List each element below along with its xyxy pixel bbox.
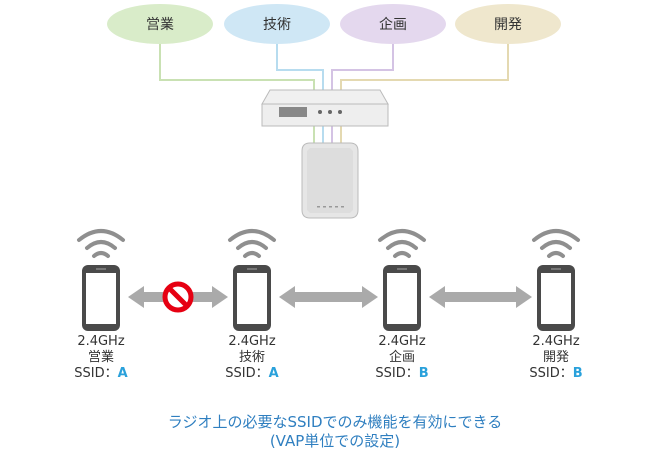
dept-bubble-plan: 企画	[340, 4, 446, 44]
band-label: 2.4GHz	[77, 334, 125, 349]
smartphone-icon	[383, 265, 421, 331]
device-label-tech: 2.4GHz 技術 SSID：A	[207, 334, 297, 382]
ssid-value: A	[117, 366, 128, 381]
dept-bubble-sales: 営業	[107, 4, 213, 44]
network-switch-icon	[261, 89, 389, 127]
dept-label: 開発	[542, 350, 569, 365]
ssid-value: B	[418, 366, 429, 381]
smartphone-icons	[82, 265, 575, 331]
caption-line-2: (VAP単位での設定)	[269, 432, 401, 450]
dept-label: 営業	[146, 17, 174, 33]
wifi-icon	[228, 229, 276, 258]
ssid-label: SSID：B	[357, 366, 447, 382]
wifi-icons	[77, 229, 580, 258]
ssid-prefix: SSID：	[74, 366, 118, 381]
ssid-label: SSID：A	[56, 366, 146, 382]
device-label-dev: 2.4GHz 開発 SSID：B	[511, 334, 601, 382]
wifi-icon	[532, 229, 580, 258]
dept-label: 開発	[494, 17, 522, 33]
ssid-label: SSID：A	[207, 366, 297, 382]
double-arrow-icon	[429, 286, 532, 308]
dept-label: 技術	[238, 350, 265, 365]
dept-label: 技術	[263, 17, 291, 33]
dept-label: 企画	[379, 17, 407, 33]
band-label: 2.4GHz	[378, 334, 426, 349]
dept-label: 営業	[87, 350, 114, 365]
band-label: 2.4GHz	[532, 334, 580, 349]
ssid-prefix: SSID：	[529, 366, 573, 381]
double-arrow-icon	[279, 286, 378, 308]
ssid-value: B	[572, 366, 583, 381]
caption-line-1: ラジオ上の必要なSSIDでのみ機能を有効にできる	[167, 413, 503, 431]
band-label: 2.4GHz	[228, 334, 276, 349]
smartphone-icon	[537, 265, 575, 331]
dept-label: 企画	[388, 350, 415, 365]
ssid-label: SSID：B	[511, 366, 601, 382]
smartphone-icon	[82, 265, 120, 331]
ssid-prefix: SSID：	[375, 366, 419, 381]
smartphone-icon	[233, 265, 271, 331]
device-label-plan: 2.4GHz 企画 SSID：B	[357, 334, 447, 382]
ssid-prefix: SSID：	[225, 366, 269, 381]
dept-bubble-tech: 技術	[224, 4, 330, 44]
wifi-icon	[77, 229, 125, 258]
device-label-sales: 2.4GHz 営業 SSID：A	[56, 334, 146, 382]
dept-bubble-dev: 開発	[455, 4, 561, 44]
ssid-value: A	[268, 366, 279, 381]
wifi-icon	[378, 229, 426, 258]
prohibited-icon	[162, 281, 194, 313]
access-point-icon	[301, 142, 359, 219]
